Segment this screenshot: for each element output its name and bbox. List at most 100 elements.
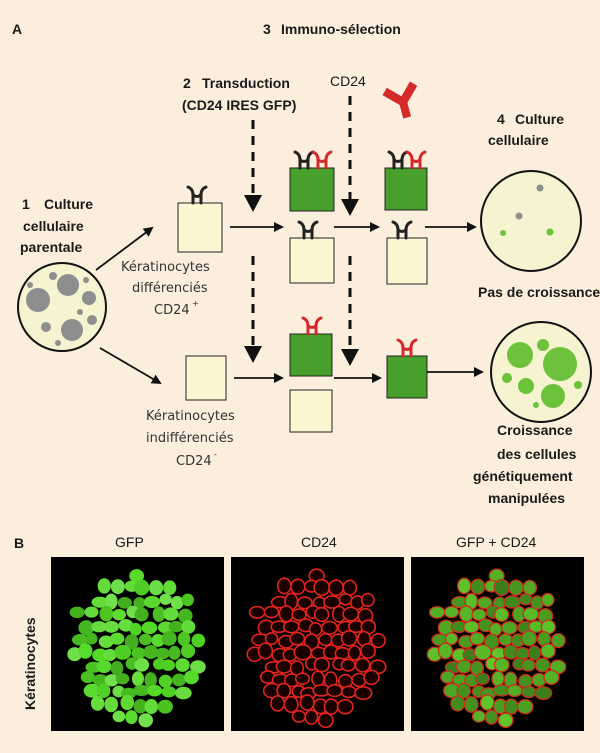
- cell-mark: [85, 632, 98, 645]
- step4-line1: Culture: [515, 111, 564, 127]
- cell-mark: [133, 597, 146, 609]
- cell-mark: [103, 648, 117, 662]
- cell-mark: [168, 620, 184, 633]
- cell-mark: [97, 578, 111, 594]
- cell-mark: [157, 699, 173, 714]
- parental-culture-dish: [17, 262, 107, 352]
- cell-mark: [131, 647, 146, 660]
- cell-mark: [313, 657, 330, 673]
- cell-mark: [475, 672, 490, 685]
- cell-mark: [109, 632, 125, 645]
- transduced-cell-green: [289, 150, 335, 212]
- cell-mark: [118, 619, 134, 632]
- cell-mark: [514, 647, 531, 660]
- cell-mark: [161, 659, 176, 671]
- cell-mark: [270, 695, 286, 712]
- untransduced-undiff-cell: [289, 389, 333, 433]
- micrograph-merge: [411, 557, 584, 731]
- cell-mark: [138, 633, 153, 646]
- cell-mark: [175, 658, 190, 672]
- cell-mark: [155, 647, 170, 660]
- cell-mark: [103, 620, 119, 633]
- cell-mark: [181, 620, 196, 634]
- step2-line1: Transduction: [202, 75, 290, 91]
- arrow-right-icon: [95, 226, 154, 271]
- step4-num: 4: [497, 111, 505, 127]
- step3-heading: 3 Immuno-sélection: [263, 21, 401, 37]
- cell-mark: [134, 607, 149, 622]
- cell-mark: [257, 642, 274, 660]
- cell-mark: [133, 684, 151, 696]
- undifferentiated-cell: [185, 355, 227, 401]
- cell-mark: [317, 712, 334, 729]
- cell-mark: [294, 672, 311, 686]
- cell-mark: [296, 596, 313, 610]
- cell-mark: [83, 683, 101, 698]
- cell-mark: [463, 620, 480, 634]
- cell-mark: [520, 630, 538, 647]
- step2-line2: (CD24 IRES GFP): [182, 97, 296, 113]
- cell-mark: [326, 684, 343, 698]
- cell-mark: [428, 605, 446, 619]
- cell-mark: [248, 605, 266, 619]
- cell-mark: [520, 685, 537, 699]
- cell-mark: [264, 631, 279, 646]
- cell-mark: [125, 710, 138, 725]
- cell-mark: [117, 597, 132, 609]
- cell-mark: [338, 592, 353, 606]
- step2-heading: 2 Transduction (CD24 IRES GFP): [182, 75, 296, 113]
- cell-mark: [131, 671, 145, 687]
- cell-mark: [276, 577, 292, 595]
- row-label-keratinocytes: Kératinocytes: [22, 617, 38, 710]
- cell-mark: [457, 577, 472, 595]
- cell-mark: [334, 646, 351, 660]
- cell-mark: [522, 579, 537, 596]
- cell-mark: [276, 682, 292, 699]
- cell-mark: [124, 634, 139, 650]
- cell-mark: [291, 709, 307, 723]
- cell-mark: [437, 642, 454, 660]
- cell-mark: [493, 657, 510, 673]
- selected-cell-green: [384, 150, 428, 211]
- cell-mark: [318, 632, 333, 647]
- cell-mark: [340, 685, 357, 699]
- cell-mark: [543, 669, 560, 685]
- cell-mark: [476, 596, 493, 610]
- cell-mark: [110, 579, 125, 595]
- cell-mark: [129, 569, 145, 583]
- transduced-undiff-cell-green: [289, 316, 333, 377]
- cell-mark: [313, 606, 330, 623]
- no-growth-label: Pas de croissance: [478, 284, 600, 300]
- cell-mark: [491, 670, 505, 687]
- micrograph-cd24: [231, 557, 404, 731]
- cell-mark: [283, 695, 299, 714]
- cell-mark: [311, 670, 325, 687]
- growth-label: Croissance des cellules génétiquement ma…: [473, 422, 577, 506]
- cell-mark: [120, 694, 135, 711]
- result-dish-growth: [490, 321, 592, 423]
- svg-text:CD24: CD24: [176, 454, 212, 469]
- step2-num: 2: [183, 75, 191, 91]
- cell-mark: [71, 634, 89, 646]
- cell-mark: [497, 712, 514, 729]
- cell-mark: [69, 606, 85, 619]
- cell-mark: [354, 685, 373, 701]
- cell-mark: [540, 592, 555, 607]
- cell-mark: [78, 643, 93, 659]
- cell-mark: [456, 682, 471, 699]
- cell-mark: [534, 686, 553, 700]
- svg-text:-: -: [214, 450, 217, 459]
- cell-mark: [354, 657, 371, 673]
- cell-mark: [518, 593, 533, 606]
- image-title-merge: GFP + CD24: [456, 534, 536, 550]
- cell-mark: [161, 686, 177, 698]
- cell-mark: [177, 631, 191, 647]
- cell-mark: [80, 670, 95, 684]
- undiff-cells-label: Kératinocytes indifférenciés CD24 -: [146, 409, 235, 469]
- cell-mark: [471, 608, 487, 622]
- cell-mark: [110, 661, 124, 676]
- cell-mark: [104, 674, 119, 687]
- cell-mark: [336, 698, 354, 715]
- cell-mark: [360, 592, 375, 608]
